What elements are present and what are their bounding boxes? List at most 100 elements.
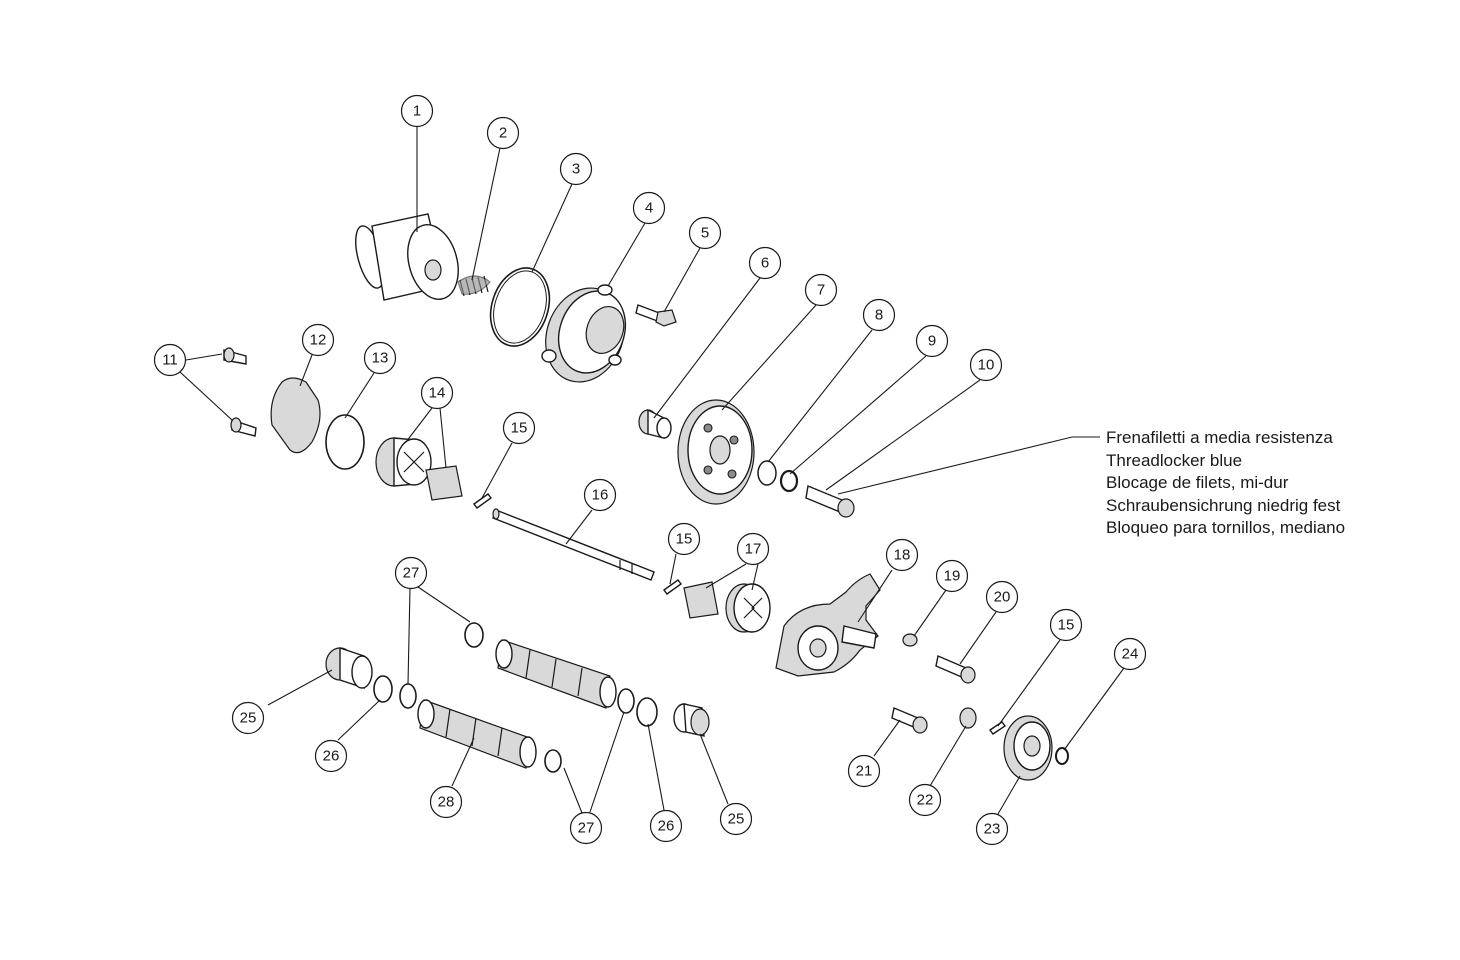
callout-26b: 26 [649, 809, 683, 843]
part-bolt-20 [935, 655, 976, 684]
callout-10: 10 [969, 348, 1003, 382]
svg-text:14: 14 [429, 385, 446, 402]
callout-26a: 26 [314, 739, 348, 773]
part-o-ring-27b [464, 622, 484, 648]
svg-text:13: 13 [372, 350, 389, 367]
callout-21: 21 [847, 754, 881, 788]
part-o-ring-27d [544, 749, 562, 773]
part-o-ring-13 [325, 414, 365, 470]
part-strainer-28 [417, 699, 537, 769]
leader-lines [179, 127, 1125, 815]
part-spring [457, 275, 491, 297]
callout-28: 28 [429, 785, 463, 819]
svg-text:16: 16 [592, 487, 609, 504]
part-filter-cover [541, 284, 627, 383]
callout-14: 14 [420, 376, 454, 410]
part-pump-gear [677, 399, 755, 505]
part-strainer-upper [495, 639, 617, 709]
part-sprocket-23 [1003, 715, 1053, 781]
svg-text:2: 2 [499, 125, 507, 142]
part-o-ring-26a [373, 675, 393, 703]
svg-text:25: 25 [240, 710, 257, 727]
part-washer-22 [959, 707, 977, 729]
svg-text:5: 5 [701, 225, 709, 242]
callout-22: 22 [908, 783, 942, 817]
part-o-ring-26b [636, 697, 658, 727]
svg-text:26: 26 [323, 748, 340, 765]
part-plug-25a [325, 647, 373, 689]
svg-text:27: 27 [578, 820, 595, 837]
part-pin-15b [663, 579, 682, 595]
svg-text:17: 17 [745, 541, 762, 558]
callout-23: 23 [975, 812, 1009, 846]
svg-text:24: 24 [1122, 646, 1139, 663]
note-line-english: Threadlocker blue [1106, 450, 1243, 470]
svg-text:23: 23 [984, 821, 1001, 838]
callout-16: 16 [583, 478, 617, 512]
svg-text:28: 28 [438, 794, 455, 811]
part-pin-15c [988, 721, 1007, 735]
svg-text:22: 22 [917, 792, 934, 809]
svg-text:1: 1 [413, 103, 421, 120]
part-cover-plate [270, 377, 321, 454]
svg-text:18: 18 [894, 547, 911, 564]
callout-25a: 25 [231, 701, 265, 735]
note-line-german: Schraubensichrung niedrig fest [1106, 495, 1341, 515]
callout-27a: 27 [394, 556, 428, 590]
svg-text:6: 6 [761, 255, 769, 272]
part-o-ring-27c [617, 688, 635, 714]
part-bushing [638, 408, 672, 439]
callout-9: 9 [915, 324, 949, 358]
callout-15a: 15 [502, 411, 536, 445]
svg-text:15: 15 [511, 420, 528, 437]
svg-text:12: 12 [310, 332, 327, 349]
svg-text:21: 21 [856, 763, 873, 780]
callout-7: 7 [804, 273, 838, 307]
svg-text:25: 25 [728, 811, 745, 828]
callout-13: 13 [363, 341, 397, 375]
callout-15c: 15 [1049, 608, 1083, 642]
part-bolt-5 [635, 304, 677, 327]
callout-5: 5 [688, 216, 722, 250]
svg-text:20: 20 [994, 589, 1011, 606]
svg-text:4: 4 [645, 200, 653, 217]
svg-text:11: 11 [162, 352, 178, 369]
part-circlip-24 [1055, 747, 1069, 765]
note-line-french: Blocage de filets, mi-dur [1106, 473, 1289, 492]
part-bolt-10 [805, 485, 855, 518]
callout-25b: 25 [719, 802, 753, 836]
callout-15b: 15 [667, 522, 701, 556]
callout-20: 20 [985, 580, 1019, 614]
callout-2: 2 [486, 116, 520, 150]
callout-8: 8 [862, 298, 896, 332]
svg-text:3: 3 [572, 161, 580, 178]
part-pump-rotors-14 [375, 437, 463, 501]
svg-text:10: 10 [978, 357, 995, 374]
threadlocker-note: Frenafiletti a media resistenza Threadlo… [1106, 427, 1345, 540]
part-pin-15a [473, 493, 492, 509]
svg-text:15: 15 [676, 531, 693, 548]
part-washer-8 [757, 460, 777, 486]
callout-18: 18 [885, 538, 919, 572]
part-screws-11 [223, 347, 257, 437]
callout-4: 4 [632, 191, 666, 225]
part-o-ring-27a [399, 683, 417, 709]
part-bolt-21 [891, 707, 928, 734]
callout-19: 19 [935, 559, 969, 593]
part-pump-body [775, 573, 881, 677]
callout-27b: 27 [569, 811, 603, 845]
callout-24: 24 [1113, 637, 1147, 671]
svg-text:8: 8 [875, 307, 883, 324]
svg-text:27: 27 [403, 565, 420, 582]
callout-3: 3 [559, 152, 593, 186]
note-line-italian: Frenafiletti a media resistenza [1106, 428, 1333, 447]
callout-6: 6 [748, 246, 782, 280]
callout-17: 17 [736, 532, 770, 566]
part-plug-25b [673, 703, 710, 737]
svg-text:9: 9 [928, 333, 936, 350]
part-nut-19 [902, 633, 918, 647]
callout-1: 1 [400, 94, 434, 128]
callout-12: 12 [301, 323, 335, 357]
svg-text:26: 26 [658, 818, 675, 835]
